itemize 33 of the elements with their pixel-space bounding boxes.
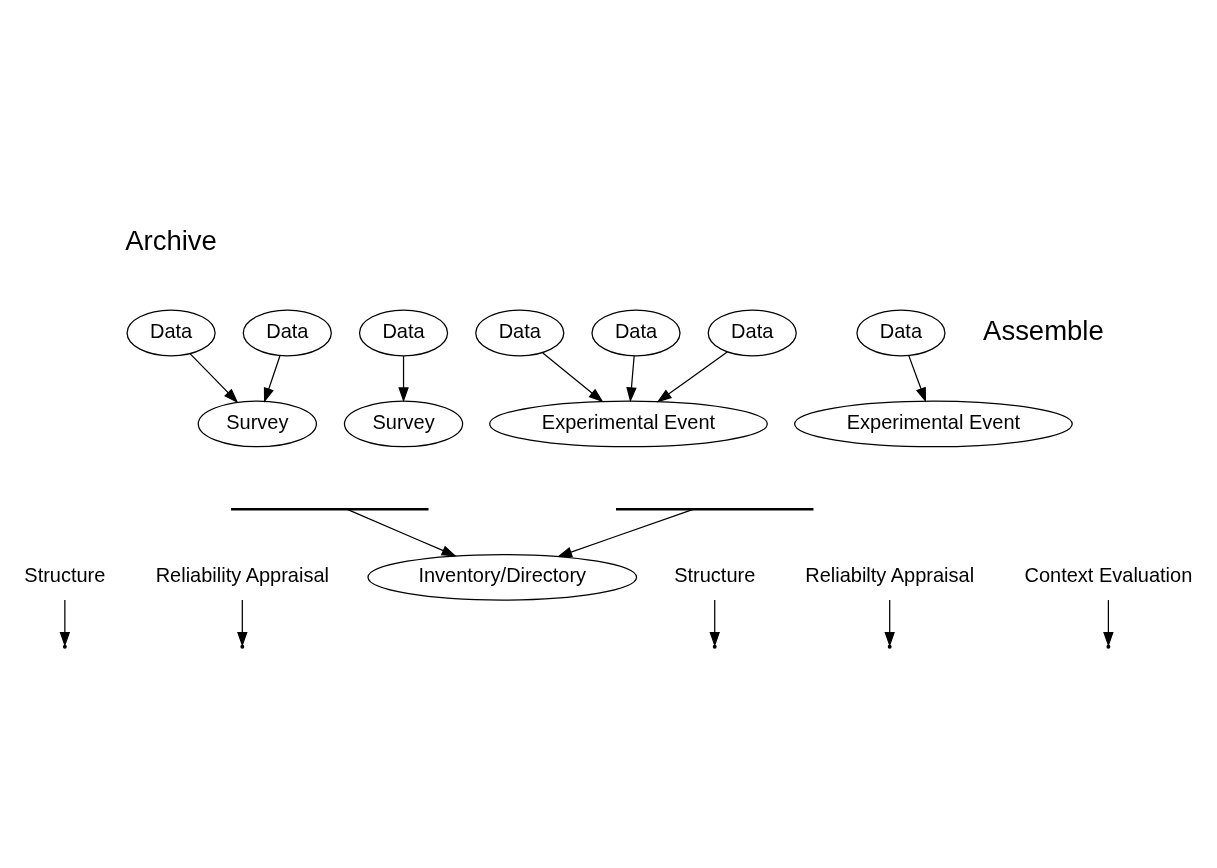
node-ellipse: Experimental Event [489,400,768,448]
node-ellipse: Data [707,309,797,357]
arrow [626,355,637,403]
node-ellipse: Data [591,309,681,357]
node-ellipse: Survey [197,400,317,448]
label: Assemble [983,314,1104,346]
label: Archive [125,224,217,256]
arrow [237,599,248,647]
arrow [263,355,281,403]
node-text: Reliabilty Appraisal [805,564,975,587]
arrow [908,355,927,403]
arrow [189,353,239,404]
node-text: Structure [24,564,106,587]
arrow [709,599,720,647]
arrow [542,352,604,403]
node-text: Reliability Appraisal [155,564,329,587]
node-ellipse: Data [126,309,216,357]
node-ellipse: Data [358,309,449,357]
arrow [398,355,409,403]
node-ellipse: Data [856,309,946,357]
arrow [656,351,728,403]
node-text: Structure [674,564,756,587]
node-ellipse: Experimental Event [794,400,1073,448]
node-brace [231,508,429,511]
node-text: Context Evaluation [1024,564,1193,587]
node-ellipse: Inventory/Directory [367,553,638,601]
node-ellipse: Survey [343,400,464,448]
arrow [59,599,71,647]
node-ellipse: Data [475,309,565,357]
arrow [557,508,694,557]
node-ellipse: Data [242,309,332,357]
arrow [346,508,457,557]
node-brace [616,508,814,511]
